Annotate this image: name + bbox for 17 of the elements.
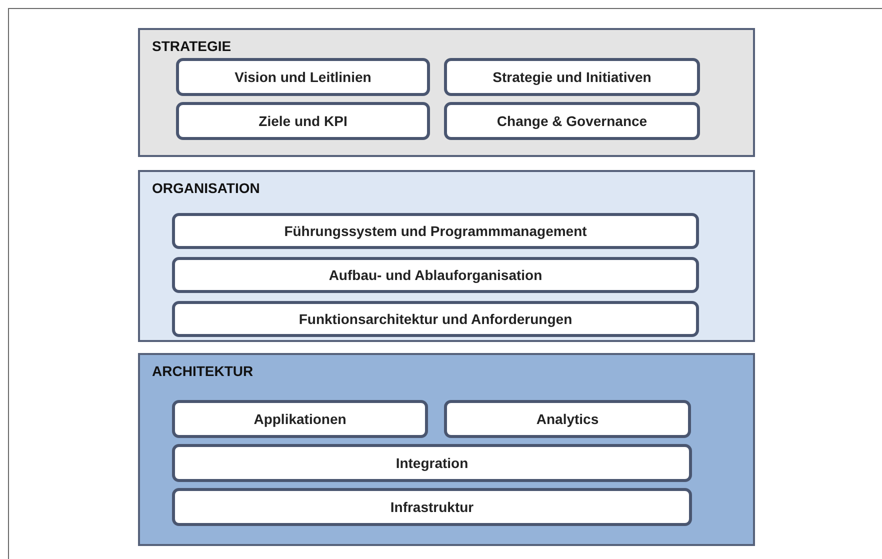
component-box: Vision und Leitlinien xyxy=(176,58,430,96)
component-box: Strategie und Initiativen xyxy=(444,58,700,96)
component-box: Change & Governance xyxy=(444,102,700,140)
component-box: Funktionsarchitektur und Anforderungen xyxy=(172,301,699,337)
layer-heading: ORGANISATION xyxy=(152,180,260,196)
component-box: Analytics xyxy=(444,400,691,438)
component-box: Applikationen xyxy=(172,400,428,438)
component-box: Integration xyxy=(172,444,692,482)
component-box: Ziele und KPI xyxy=(176,102,430,140)
component-box: Führungssystem und Programmmanagement xyxy=(172,213,699,249)
layer-heading: STRATEGIE xyxy=(152,38,232,54)
layer-panel xyxy=(138,170,755,342)
layer-panel xyxy=(138,28,755,157)
layer-heading: ARCHITEKTUR xyxy=(152,363,254,379)
component-box: Aufbau- und Ablauforganisation xyxy=(172,257,699,293)
layer-panel xyxy=(138,353,755,546)
component-box: Infrastruktur xyxy=(172,488,692,526)
